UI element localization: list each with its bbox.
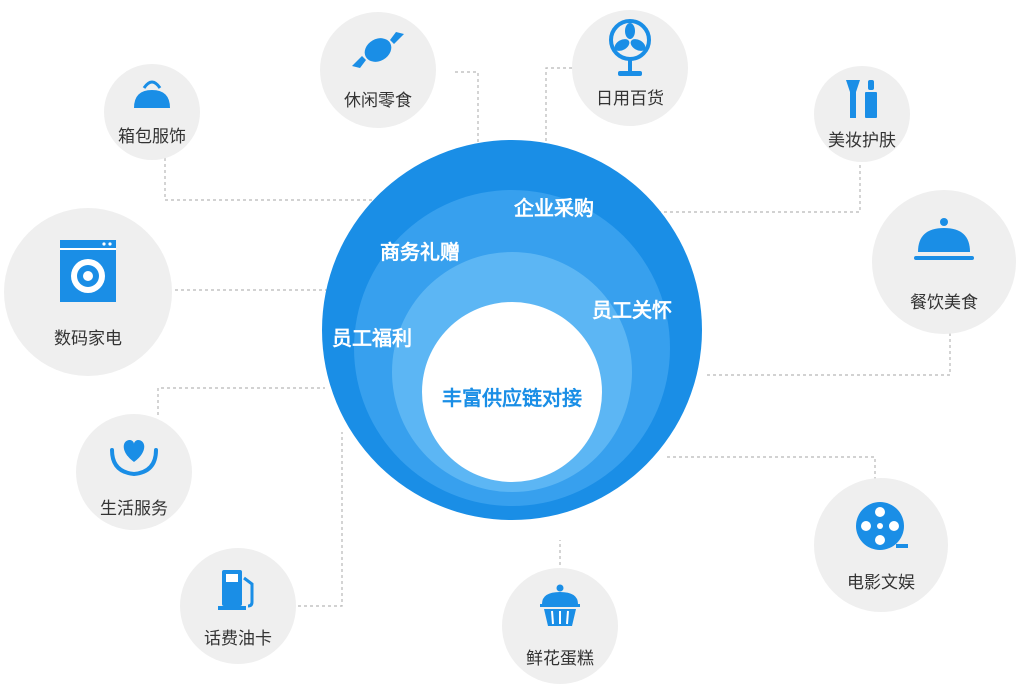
category-food[interactable]: 餐饮美食 bbox=[872, 190, 1016, 334]
connector-fuel bbox=[298, 432, 343, 607]
category-label: 电影文娱 bbox=[847, 573, 915, 593]
category-daily-goods[interactable]: 日用百货 bbox=[572, 10, 688, 126]
category-label: 日用百货 bbox=[596, 89, 664, 109]
ring-label-business-gifts: 商务礼赠 bbox=[380, 240, 460, 264]
category-label: 美妆护肤 bbox=[828, 131, 896, 151]
category-snacks[interactable]: 休闲零食 bbox=[320, 12, 436, 128]
ring-label-employee-care: 员工关怀 bbox=[592, 298, 672, 322]
connector-life bbox=[157, 387, 325, 415]
candy-icon bbox=[352, 32, 404, 68]
category-flowers-cakes[interactable]: 鲜花蛋糕 bbox=[502, 568, 618, 684]
category-movies-entertainment[interactable]: 电影文娱 bbox=[814, 478, 948, 612]
cupcake-icon bbox=[540, 584, 580, 626]
connector-beauty bbox=[660, 165, 861, 213]
category-bags-apparel[interactable]: 箱包服饰 bbox=[104, 64, 200, 160]
category-label: 箱包服饰 bbox=[118, 127, 186, 147]
category-label: 数码家电 bbox=[54, 329, 122, 349]
category-label: 休闲零食 bbox=[344, 91, 412, 111]
connector-movie bbox=[665, 456, 876, 480]
makeup-brush-lipstick-icon bbox=[846, 80, 877, 118]
category-digital-appliances[interactable]: 数码家电 bbox=[4, 208, 172, 376]
connector-daily bbox=[545, 67, 572, 152]
category-life-services[interactable]: 生活服务 bbox=[76, 414, 192, 530]
connector-bags bbox=[164, 158, 385, 201]
category-label: 餐饮美食 bbox=[910, 293, 978, 313]
connector-food bbox=[705, 333, 951, 376]
connector-snacks bbox=[455, 71, 479, 150]
heart-hands-icon bbox=[110, 440, 158, 477]
category-beauty[interactable]: 美妆护肤 bbox=[814, 66, 910, 162]
category-label: 鲜花蛋糕 bbox=[526, 649, 594, 669]
center-label: 丰富供应链对接 bbox=[442, 386, 582, 410]
food-cloche-icon bbox=[914, 218, 974, 260]
category-phone-fuel-cards[interactable]: 话费油卡 bbox=[180, 548, 296, 664]
ring-core bbox=[422, 302, 602, 482]
category-label: 生活服务 bbox=[100, 499, 168, 519]
washing-machine-icon bbox=[60, 240, 116, 302]
fan-icon bbox=[609, 19, 651, 76]
handbag-icon bbox=[134, 80, 170, 108]
category-label: 话费油卡 bbox=[204, 629, 272, 649]
ring-label-employee-welfare: 员工福利 bbox=[332, 326, 412, 350]
ring-label-procurement: 企业采购 bbox=[514, 196, 594, 220]
film-reel-icon bbox=[856, 502, 908, 550]
gas-pump-icon bbox=[218, 570, 254, 610]
